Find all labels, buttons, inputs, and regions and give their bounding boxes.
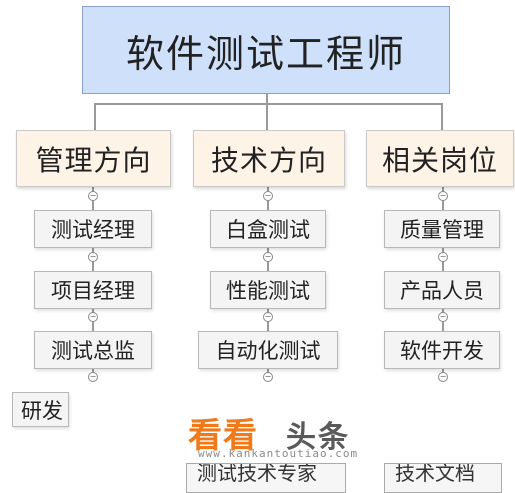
collapse-toggle[interactable]: − xyxy=(438,372,448,382)
leaf-label: 白盒测试 xyxy=(226,218,310,242)
watermark-head: 头条 xyxy=(286,420,350,455)
leaf-label: 自动化测试 xyxy=(215,339,321,363)
leaf-node[interactable]: 白盒测试 xyxy=(210,210,326,248)
leaf-node-cutoff[interactable]: 测试技术专家 xyxy=(186,463,346,493)
collapse-toggle[interactable]: − xyxy=(88,312,98,322)
collapse-toggle[interactable]: − xyxy=(263,191,273,201)
collapse-toggle[interactable]: − xyxy=(88,372,98,382)
category-management[interactable]: 管理方向 xyxy=(16,130,171,187)
collapse-toggle[interactable]: − xyxy=(263,372,273,382)
root-connector xyxy=(266,94,268,104)
collapse-toggle[interactable]: − xyxy=(438,252,448,262)
collapse-toggle[interactable]: − xyxy=(263,252,273,262)
leaf-node[interactable]: 项目经理 xyxy=(34,271,152,309)
branch-left xyxy=(94,103,96,130)
category-related[interactable]: 相关岗位 xyxy=(366,130,514,187)
watermark-url: www.kankantoutiao.com xyxy=(198,447,359,460)
leaf-node[interactable]: 自动化测试 xyxy=(198,331,338,369)
root-node[interactable]: 软件测试工程师 xyxy=(82,6,450,94)
leaf-label: 测试经理 xyxy=(51,218,135,242)
leaf-label: 性能测试 xyxy=(226,279,310,303)
leaf-node[interactable]: 测试经理 xyxy=(34,210,152,248)
leaf-label: 测试总监 xyxy=(51,339,135,363)
branch-right xyxy=(441,103,443,130)
leaf-label: 研发 xyxy=(21,398,63,423)
leaf-node[interactable]: 软件开发 xyxy=(384,331,500,369)
leaf-node[interactable]: 性能测试 xyxy=(210,271,326,309)
leaf-node-partial[interactable]: 研发 xyxy=(12,392,69,427)
leaf-label: 产品人员 xyxy=(400,279,484,303)
collapse-toggle[interactable]: − xyxy=(438,191,448,201)
category-label: 相关岗位 xyxy=(381,143,498,177)
watermark: 看看 头条 www.kankantoutiao.com xyxy=(188,408,428,463)
leaf-node[interactable]: 产品人员 xyxy=(384,271,500,309)
leaf-label: 质量管理 xyxy=(400,218,484,242)
leaf-node-cutoff[interactable]: 技术文档 xyxy=(384,463,502,493)
leaf-node[interactable]: 测试总监 xyxy=(34,331,152,369)
collapse-toggle[interactable]: − xyxy=(88,252,98,262)
collapse-toggle[interactable]: − xyxy=(263,312,273,322)
branch-bus xyxy=(94,103,443,105)
category-technical[interactable]: 技术方向 xyxy=(193,130,345,187)
leaf-node[interactable]: 质量管理 xyxy=(384,210,500,248)
collapse-toggle[interactable]: − xyxy=(438,312,448,322)
leaf-label: 项目经理 xyxy=(51,279,135,303)
leaf-label: 软件开发 xyxy=(400,339,484,363)
category-label: 管理方向 xyxy=(35,143,152,177)
watermark-brand: 看看 xyxy=(188,416,258,456)
collapse-toggle[interactable]: − xyxy=(88,191,98,201)
category-label: 技术方向 xyxy=(210,143,327,177)
root-label: 软件测试工程师 xyxy=(125,31,406,76)
branch-middle xyxy=(266,103,268,130)
